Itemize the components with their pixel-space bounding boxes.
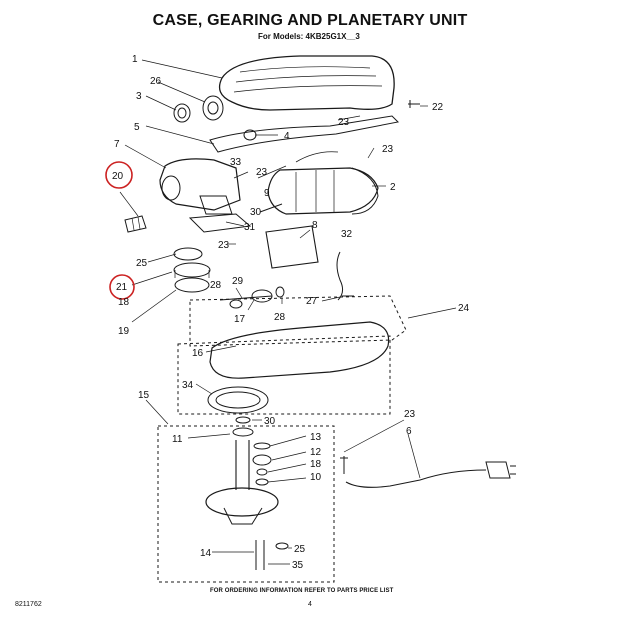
- callout-label: 33: [230, 157, 242, 168]
- callout-label: 4: [284, 131, 290, 142]
- highlight-circle-20: [105, 161, 133, 189]
- callout-label: 9: [264, 188, 270, 199]
- callout-label: 27: [306, 296, 318, 307]
- callout-label: 10: [310, 472, 322, 483]
- callout-label: 15: [138, 390, 150, 401]
- callout-label: 23: [338, 117, 350, 128]
- callout-label: 14: [200, 548, 212, 559]
- callout-label: 25: [136, 258, 148, 269]
- callout-label: 34: [182, 380, 194, 391]
- callout-label: 23: [404, 409, 416, 420]
- callout-label: 6: [406, 426, 412, 437]
- callout-label: 12: [310, 447, 322, 458]
- callout-label: 8: [312, 220, 318, 231]
- callout-label: 28: [210, 280, 222, 291]
- callout-label: 35: [292, 560, 304, 571]
- callout-label: 1: [132, 54, 138, 65]
- callout-label: 31: [244, 222, 256, 233]
- callout-label: 32: [341, 229, 353, 240]
- ordering-note: FOR ORDERING INFORMATION REFER TO PARTS …: [210, 588, 394, 594]
- callout-label: 28: [274, 312, 286, 323]
- callout-label: 7: [114, 139, 120, 150]
- diagram-subtitle: For Models: 4KB25G1X__3: [258, 32, 360, 41]
- diagram-title: CASE, GEARING AND PLANETARY UNIT: [152, 12, 468, 29]
- callout-label: 17: [234, 314, 246, 325]
- callout-label: 23: [218, 240, 230, 251]
- callout-label: 30: [250, 207, 262, 218]
- callout-label: 16: [192, 348, 204, 359]
- callout-label: 11: [172, 434, 183, 445]
- callout-label: 30: [264, 416, 276, 427]
- callout-label: 26: [150, 76, 162, 87]
- callout-label: 24: [458, 303, 470, 314]
- callout-label: 25: [294, 544, 306, 555]
- document-number: 8211762: [15, 601, 42, 608]
- callout-label: 18: [118, 297, 130, 308]
- callout-label: 21: [116, 282, 128, 293]
- callout-label: 29: [232, 276, 244, 287]
- page-number: 4: [308, 601, 312, 608]
- callout-label: 18: [310, 459, 322, 470]
- callout-label: 2: [390, 182, 396, 193]
- callout-label: 22: [432, 102, 444, 113]
- callout-label: 23: [382, 144, 394, 155]
- callout-label: 19: [118, 326, 130, 337]
- callout-label: 20: [112, 171, 124, 182]
- highlight-circle-21: [109, 274, 135, 300]
- callout-label: 5: [134, 122, 140, 133]
- callout-label: 13: [310, 432, 322, 443]
- callout-label: 23: [256, 167, 268, 178]
- callout-label: 3: [136, 91, 142, 102]
